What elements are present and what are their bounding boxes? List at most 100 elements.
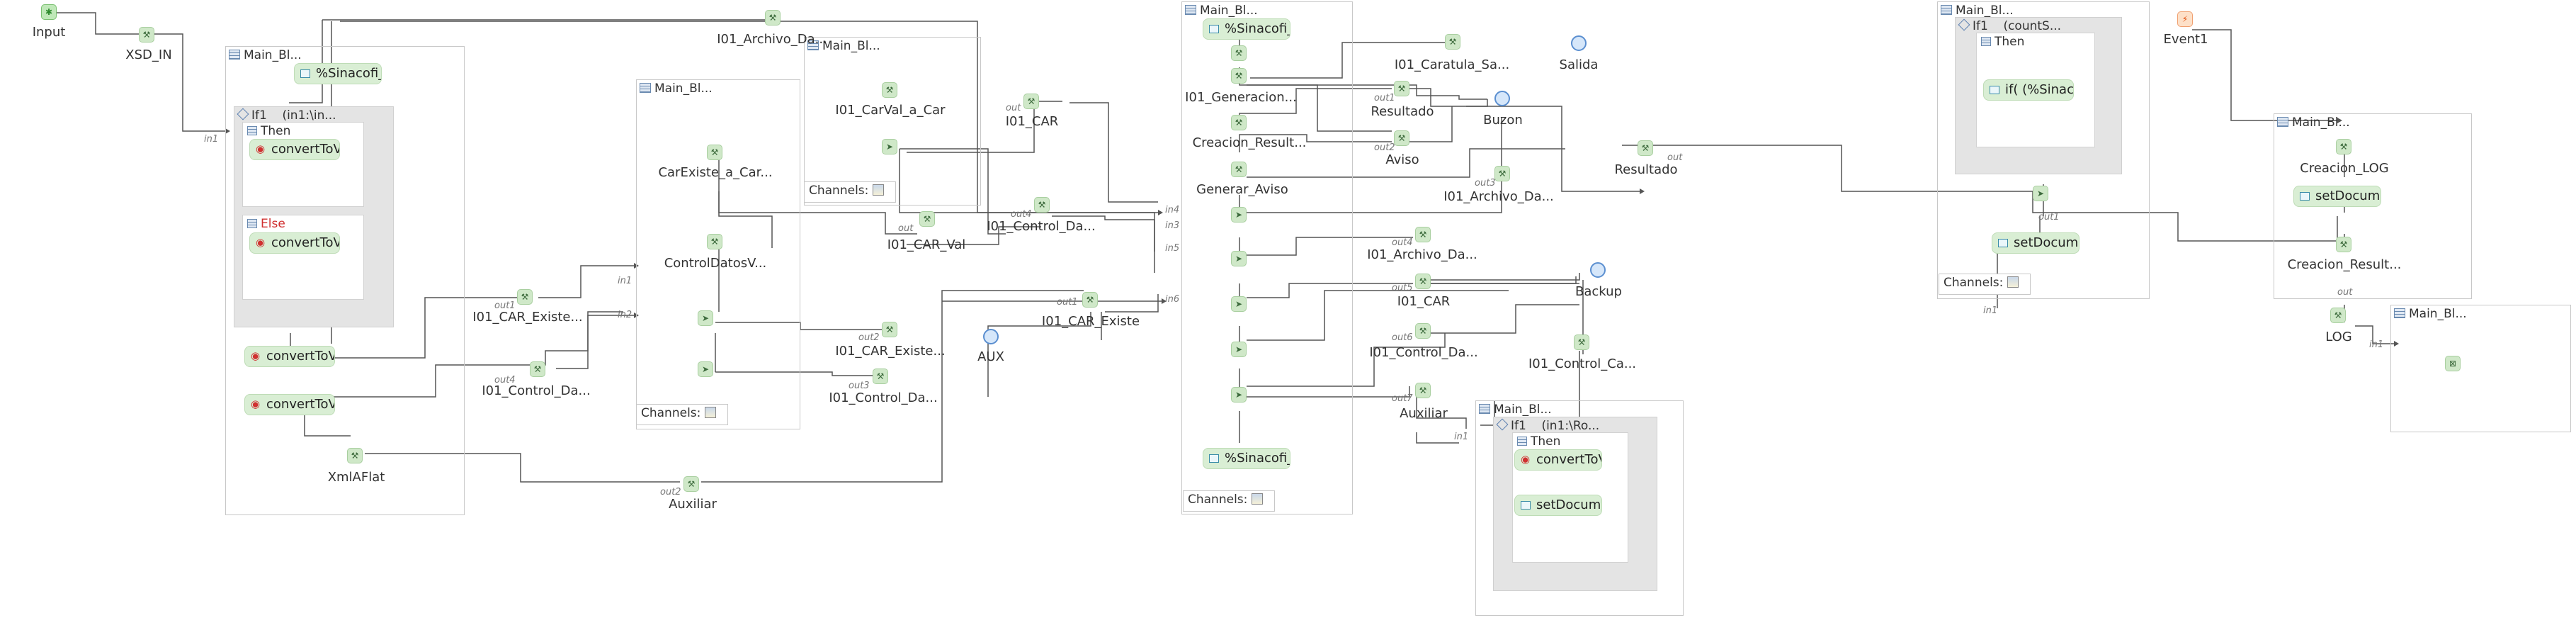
merge-node-e[interactable]: ➤: [1231, 296, 1247, 312]
block4-input-node[interactable]: ⚒: [1231, 45, 1247, 61]
if6-merge-node[interactable]: ➤: [2033, 186, 2048, 201]
input-start-node[interactable]: ✱: [41, 4, 57, 20]
convert-node-3[interactable]: ◉convertToV(: [244, 346, 335, 367]
archivo-top-node[interactable]: ⚒: [765, 10, 781, 26]
port-label: out1: [1057, 297, 1078, 308]
event1-node[interactable]: ⚡: [2177, 11, 2193, 27]
port-label: out: [2337, 287, 2353, 298]
resultado-mid-node[interactable]: ⚒: [1394, 81, 1409, 96]
port-label: out5: [1392, 283, 1413, 293]
caratula-node[interactable]: ⚒: [1445, 34, 1460, 50]
merge-node-a[interactable]: ➤: [698, 310, 713, 326]
merge-node-d[interactable]: ➤: [1231, 251, 1247, 266]
channels-block-6[interactable]: Channels:: [1939, 274, 2031, 295]
setdocument-node-6[interactable]: setDocume: [1992, 232, 2079, 254]
xmlaflat-node[interactable]: ⚒: [347, 448, 363, 463]
sinacofi-pill-1[interactable]: %Sinacofi_II: [294, 63, 382, 84]
control-da-mid2-node[interactable]: ⚒: [873, 369, 888, 384]
car-existe-mid-label: I01_CAR_Existe...: [835, 344, 946, 359]
log-label: LOG: [2325, 330, 2352, 344]
carval-a-car-node[interactable]: ⚒: [882, 82, 897, 98]
salida-endpoint[interactable]: [1571, 35, 1587, 51]
car-existe-right-label: I01_CAR_Existe: [1041, 314, 1140, 329]
aviso-node[interactable]: ⚒: [1394, 130, 1409, 146]
creacion-result-right-node[interactable]: ⚒: [2336, 237, 2351, 252]
merge-node-g[interactable]: ➤: [1231, 387, 1247, 403]
main-block-6[interactable]: Main_Bl...: [1937, 1, 2150, 299]
control-da-left-node[interactable]: ⚒: [530, 361, 545, 377]
main-block-4[interactable]: Main_Bl...: [1181, 1, 1353, 514]
block-icon: [247, 219, 257, 228]
aux-label: AUX: [977, 349, 1004, 364]
main-block-8[interactable]: Main_Bl...: [2390, 305, 2571, 432]
carexiste-a-car-node[interactable]: ⚒: [707, 145, 722, 160]
aux-endpoint[interactable]: [983, 329, 999, 344]
channels-block-2[interactable]: Channels:: [636, 404, 728, 425]
controldatosv-node[interactable]: ⚒: [707, 234, 722, 249]
creacion-result-mid-node[interactable]: ⚒: [1231, 115, 1247, 130]
main-block-3[interactable]: Main_Bl...: [804, 37, 981, 206]
setdocument-node-5[interactable]: setDocume: [1514, 495, 1602, 516]
sinacofi-pill-bottom[interactable]: %Sinacofi_II: [1203, 448, 1290, 469]
resultado-right-node[interactable]: ⚒: [1638, 140, 1653, 156]
block-icon: [807, 40, 819, 50]
car-existe-right-node[interactable]: ⚒: [1082, 292, 1098, 308]
sinacofi-pill-top[interactable]: %Sinacofi_II: [1203, 18, 1290, 40]
auxiliar-mid-node[interactable]: ⚒: [1415, 383, 1431, 398]
auxiliar-bottom-node[interactable]: ⚒: [683, 476, 699, 492]
backup-endpoint[interactable]: [1590, 262, 1606, 278]
port-label: in1: [204, 134, 219, 145]
creacion-result-mid-label: Creacion_Result...: [1192, 135, 1307, 150]
car-existe-left-node[interactable]: ⚒: [517, 289, 533, 305]
xsd-in-node[interactable]: ⚒: [139, 27, 154, 43]
channels-block-4[interactable]: Channels:: [1183, 490, 1275, 512]
convert-icon: ◉: [1521, 453, 1531, 466]
convert-icon: ◉: [256, 142, 266, 155]
main-block-7[interactable]: Main_Bl...: [2274, 113, 2472, 299]
caratula-label: I01_Caratula_Sa...: [1394, 57, 1510, 72]
i01-car-low-node[interactable]: ⚒: [1415, 274, 1431, 289]
port-label: in6: [1165, 294, 1180, 305]
main-block-1[interactable]: Main_Bl...: [225, 46, 465, 515]
archivo-da-low-node[interactable]: ⚒: [1415, 227, 1431, 242]
log-node[interactable]: ⚒: [2330, 308, 2346, 323]
convert-node-2[interactable]: ◉convertToV(: [249, 232, 340, 254]
convert-node-5[interactable]: ◉convertToV(: [1514, 449, 1602, 471]
port-label: out4: [1392, 237, 1413, 248]
channels-block-3[interactable]: Channels:: [804, 181, 896, 203]
generacion-label: I01_Generacion...: [1185, 90, 1297, 105]
if-diamond-icon: [1958, 18, 1970, 31]
i01-car-low-label: I01_CAR: [1397, 294, 1451, 309]
generacion-node[interactable]: ⚒: [1231, 68, 1247, 84]
convert-node-4[interactable]: ◉convertToV(: [244, 394, 335, 415]
control-ca-node[interactable]: ⚒: [1574, 334, 1589, 350]
then-branch-1[interactable]: Then: [242, 122, 364, 207]
archivo-top-label: I01_Archivo_Da...: [717, 32, 827, 47]
merge-node-c[interactable]: ➤: [1231, 207, 1247, 223]
carval-merge-node[interactable]: ➤: [882, 139, 897, 154]
main-block-2[interactable]: Main_Bl...: [636, 79, 800, 429]
if-expr-node[interactable]: if( (%Sinaco: [1983, 79, 2074, 101]
car-existe-mid-node[interactable]: ⚒: [882, 322, 897, 337]
main-block-5[interactable]: Main_Bl...: [1475, 400, 1684, 616]
buzon-endpoint[interactable]: [1494, 91, 1510, 106]
merge-node-b[interactable]: ➤: [698, 361, 713, 377]
merge-node-f[interactable]: ➤: [1231, 342, 1247, 357]
creacion-log-input-node[interactable]: ⚒: [2336, 139, 2351, 154]
control-da-low-node[interactable]: ⚒: [1415, 323, 1431, 339]
i01-car-val-node[interactable]: ⚒: [919, 211, 935, 227]
archivo-da-mid-node[interactable]: ⚒: [1494, 166, 1510, 181]
setdocument-node-7[interactable]: setDocume: [2293, 186, 2381, 207]
i01-car-top-node[interactable]: ⚒: [1023, 94, 1039, 109]
block-icon: [1209, 454, 1219, 463]
empty-block-node[interactable]: ⊠: [2445, 356, 2461, 371]
control-da-mid-node[interactable]: ⚒: [1034, 197, 1050, 213]
convert-node-1[interactable]: ◉convertToV(: [249, 139, 340, 160]
controldatosv-label: ControlDatosV...: [664, 256, 767, 271]
port-label: out3: [849, 381, 870, 391]
generar-aviso-node[interactable]: ⚒: [1231, 162, 1247, 177]
block-icon: [1998, 239, 2008, 247]
block-icon: [1517, 437, 1527, 446]
else-branch-1[interactable]: Else: [242, 215, 364, 300]
